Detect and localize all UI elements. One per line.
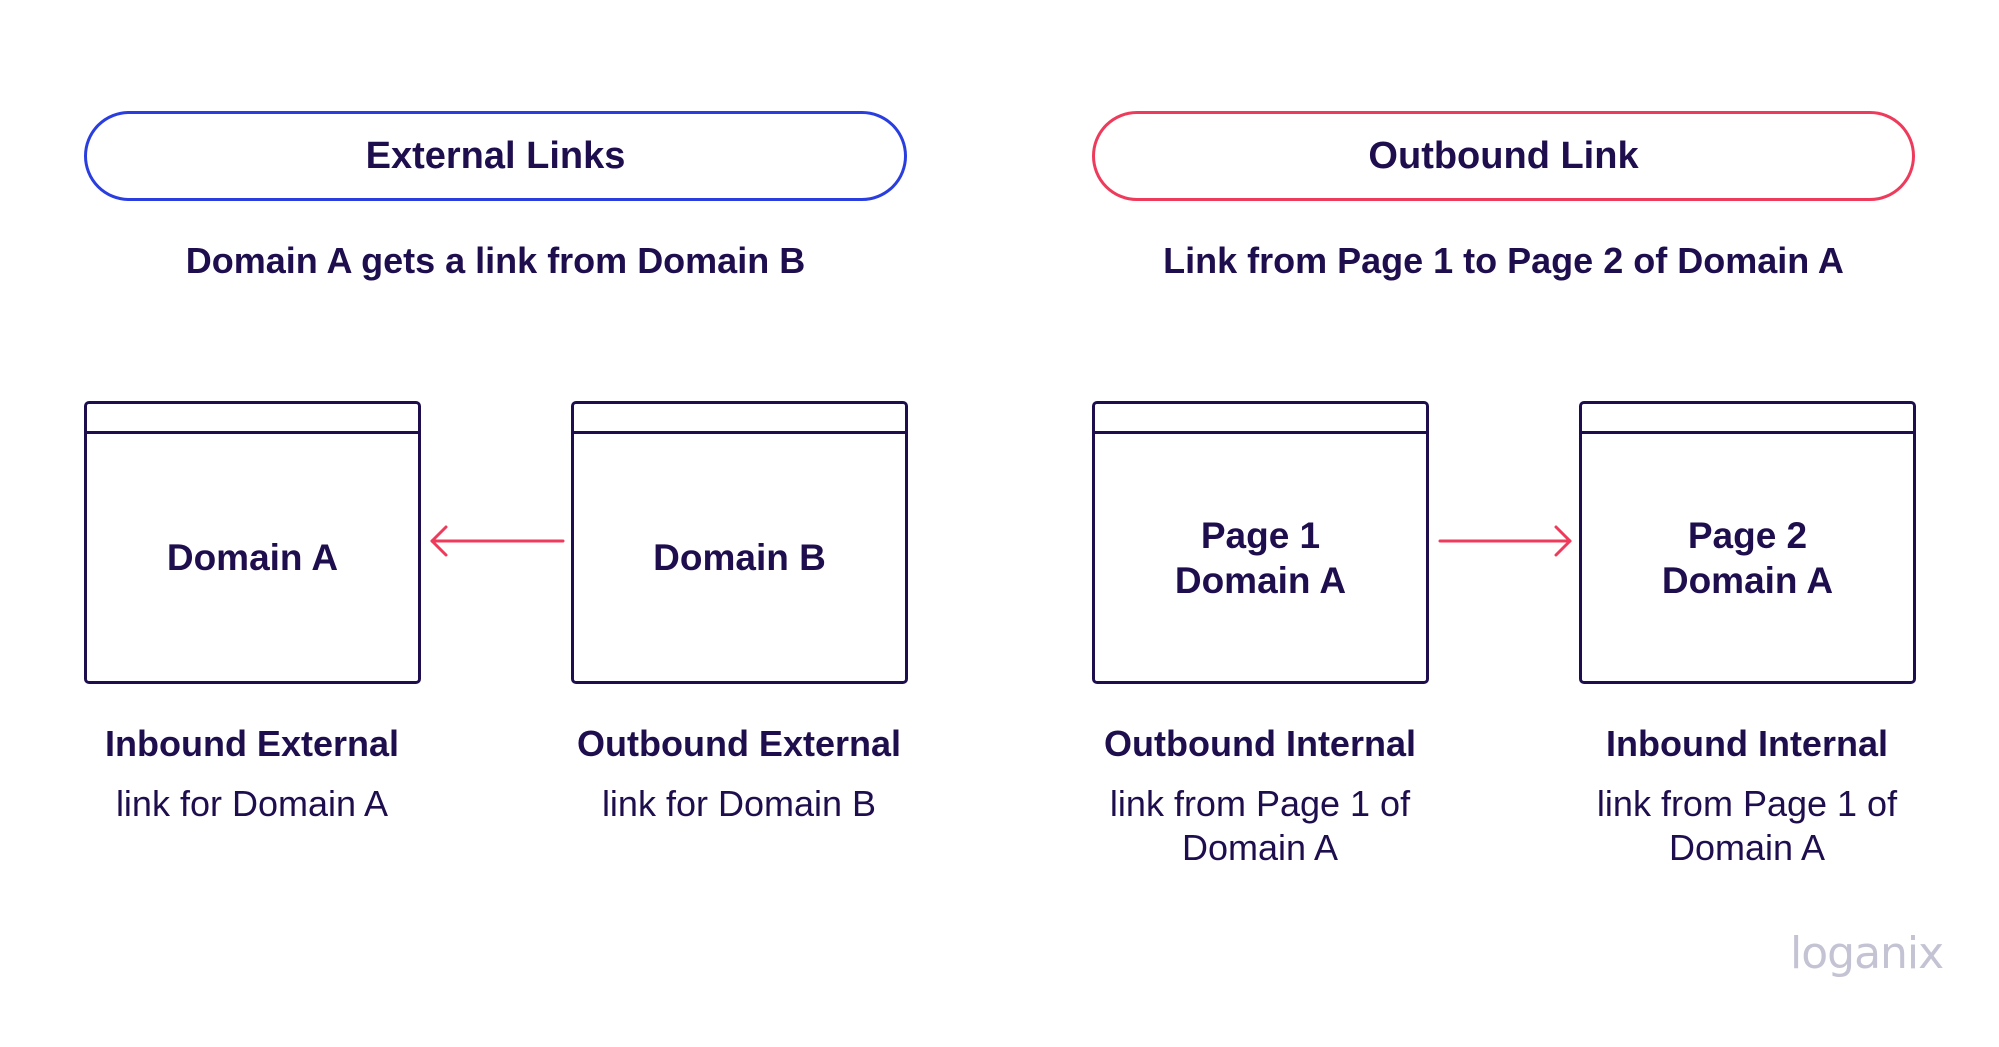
domain-b-window: Domain B	[571, 401, 908, 684]
outbound-internal-caption: Outbound Internal link from Page 1 of Do…	[1060, 722, 1460, 870]
inbound-internal-caption: Inbound Internal link from Page 1 of Dom…	[1547, 722, 1947, 870]
window-label-line: Domain B	[653, 537, 826, 578]
window-titlebar	[1095, 404, 1426, 434]
window-label-line: Domain A	[1661, 559, 1834, 601]
window-label-line: Page 1	[1200, 514, 1321, 556]
window-titlebar	[87, 404, 418, 434]
caption-title: Inbound Internal	[1606, 723, 1888, 764]
window-label-line: Domain A	[1174, 559, 1347, 601]
page-2-window: Page 2 Domain A	[1579, 401, 1916, 684]
domain-a-window: Domain A	[84, 401, 421, 684]
caption-desc: link from Page 1 of Domain A	[1596, 783, 1898, 868]
window-titlebar	[574, 404, 905, 434]
loganix-logo: loganix	[1790, 928, 1944, 979]
page-1-window: Page 1 Domain A	[1092, 401, 1429, 684]
caption-desc: link for Domain B	[601, 783, 877, 824]
external-links-pill: External Links	[84, 111, 907, 201]
arrow-domain-b-to-domain-a	[430, 525, 565, 557]
window-label: Page 1 Domain A	[1095, 434, 1426, 681]
caption-title: Outbound Internal	[1104, 723, 1416, 764]
outbound-link-title: Outbound Link	[1368, 134, 1639, 177]
window-label: Page 2 Domain A	[1582, 434, 1913, 681]
window-label-line: Page 2	[1687, 514, 1808, 556]
external-links-title: External Links	[365, 134, 626, 177]
window-label-line: Domain A	[166, 537, 339, 578]
caption-desc: link for Domain A	[115, 783, 389, 824]
outbound-link-subtitle: Link from Page 1 to Page 2 of Domain A	[1163, 240, 1844, 281]
window-label: Domain A	[87, 434, 418, 681]
arrow-page-1-to-page-2	[1438, 525, 1572, 557]
outbound-external-caption: Outbound External link for Domain B	[539, 722, 939, 826]
outbound-link-pill: Outbound Link	[1092, 111, 1915, 201]
caption-title: Outbound External	[577, 723, 901, 764]
external-links-subtitle: Domain A gets a link from Domain B	[185, 240, 806, 281]
window-label: Domain B	[574, 434, 905, 681]
caption-title: Inbound External	[104, 723, 399, 764]
window-titlebar	[1582, 404, 1913, 434]
caption-desc: link from Page 1 of Domain A	[1109, 783, 1411, 868]
inbound-external-caption: Inbound External link for Domain A	[52, 722, 452, 826]
